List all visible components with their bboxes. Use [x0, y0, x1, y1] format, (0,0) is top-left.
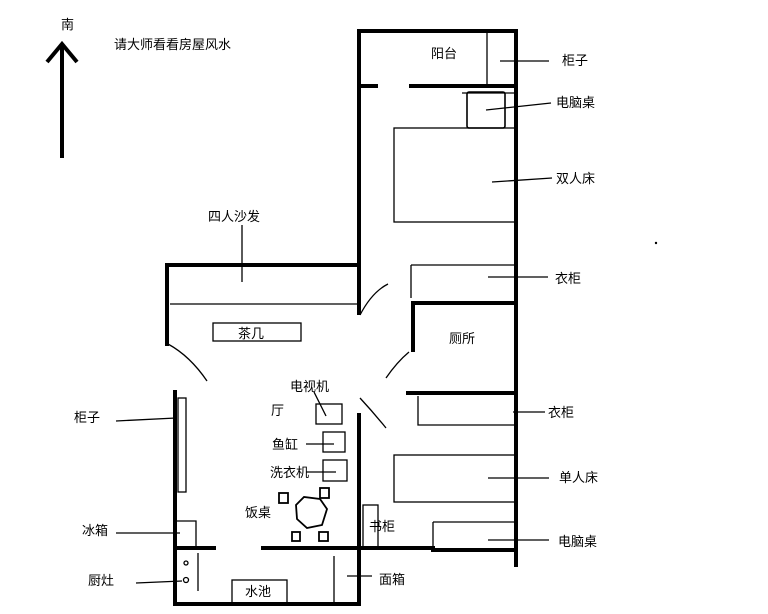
label-single-bed: 单人床 [559, 471, 598, 486]
label-stove: 厨灶 [88, 574, 114, 589]
label-tea-table: 茶几 [238, 326, 264, 342]
room-balcony: 阳台 [431, 47, 457, 62]
label-tv: 电视机 [290, 380, 329, 395]
north-arrow-icon [45, 40, 79, 158]
stray-dot [654, 241, 658, 245]
label-wardrobe-mid: 衣柜 [548, 405, 574, 421]
label-fridge: 冰箱 [82, 523, 108, 539]
label-bookcase: 书柜 [369, 520, 395, 535]
label-dining-table: 饭桌 [245, 506, 271, 521]
label-wardrobe-top: 衣柜 [555, 271, 581, 287]
label-sink: 水池 [245, 585, 271, 600]
label-washer: 洗衣机 [270, 465, 309, 481]
label-double-bed: 双人床 [556, 172, 595, 187]
furniture-outlines [115, 32, 553, 605]
room-hall: 厅 [271, 404, 284, 419]
label-desk-top: 电脑桌 [556, 96, 595, 111]
north-label: 南 [61, 17, 74, 33]
room-toilet: 厕所 [449, 332, 475, 347]
label-noodle-box: 面箱 [379, 572, 405, 588]
label-cabinet-left: 柜子 [74, 411, 100, 426]
label-sofa: 四人沙发 [208, 209, 260, 225]
label-desk-bottom: 电脑桌 [558, 535, 597, 550]
page-title: 请大师看看房屋风水 [114, 37, 231, 53]
label-fish-tank: 鱼缸 [272, 437, 298, 453]
walls [165, 29, 518, 606]
label-cabinet-top: 柜子 [562, 54, 588, 69]
